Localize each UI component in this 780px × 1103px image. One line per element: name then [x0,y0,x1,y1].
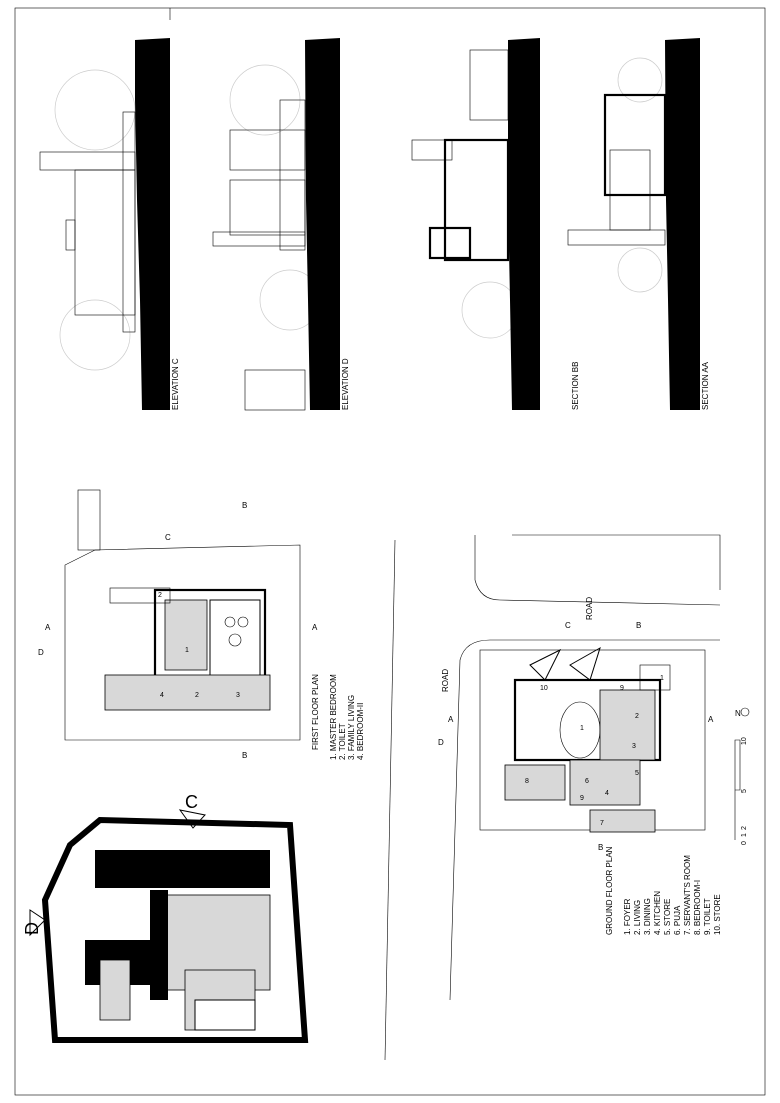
svg-text:D: D [438,738,444,747]
svg-text:1. FOYER: 1. FOYER [623,898,632,935]
svg-text:9: 9 [620,685,624,692]
first-floor-legend: 1. MASTER BEDROOM 2. TOILET 3. FAMILY LI… [329,674,365,760]
svg-text:9. TOILET: 9. TOILET [703,898,712,935]
svg-text:B: B [598,843,603,852]
svg-text:5: 5 [741,789,748,793]
view-marker-d: D [22,922,42,935]
svg-text:0: 0 [741,841,748,845]
elevation-d: ELEVATION D [212,38,350,411]
svg-text:B: B [242,501,247,510]
svg-text:2: 2 [158,592,162,599]
svg-text:4: 4 [605,790,609,797]
svg-text:4. KITCHEN: 4. KITCHEN [653,891,662,935]
svg-text:10. STORE: 10. STORE [713,894,722,935]
view-marker-c: C [185,792,198,812]
svg-text:D: D [38,648,44,657]
svg-text:A: A [708,715,714,724]
section-label: SECTION BB [571,362,580,410]
section-label: SECTION AA [701,361,710,410]
elevation-label: ELEVATION D [341,358,350,410]
svg-text:1. MASTER BEDROOM: 1. MASTER BEDROOM [329,674,338,760]
svg-text:6. PUJA: 6. PUJA [673,905,682,935]
svg-text:4: 4 [160,692,164,699]
svg-text:3. DINING: 3. DINING [643,898,652,935]
axonometric-view: C D [22,792,309,1043]
svg-text:2: 2 [195,692,199,699]
svg-text:10: 10 [540,685,548,692]
first-floor-plan: 1 2 3 4 2 B B A A C D FIRST FLOOR PLAN 1… [38,489,365,760]
svg-text:B: B [636,621,641,630]
elevation-label: ELEVATION C [171,358,180,410]
svg-text:2: 2 [741,826,748,830]
ground-floor-legend: 1. FOYER 2. LIVING 3. DINING 4. KITCHEN … [623,855,722,935]
road-label: ROAD [585,597,594,620]
svg-text:1: 1 [185,647,189,654]
plan-title: FIRST FLOOR PLAN [311,674,320,750]
north-arrow-icon [740,707,750,717]
ground-floor-plan: 1 2 3 4 5 6 7 8 9 9 10 1 ROAD ROAD B B A… [438,534,750,1001]
plan-title: GROUND FLOOR PLAN [605,846,614,935]
svg-text:B: B [242,751,247,760]
svg-text:2. LIVING: 2. LIVING [633,900,642,935]
svg-text:5: 5 [635,770,639,777]
svg-text:2: 2 [635,713,639,720]
svg-text:8. BEDROOM-I: 8. BEDROOM-I [693,880,702,935]
svg-text:9: 9 [580,795,584,802]
road-label: ROAD [441,669,450,692]
svg-text:3: 3 [632,743,636,750]
scale-bar: 0 1 2 5 10 [734,737,748,845]
svg-text:6: 6 [585,778,589,785]
svg-text:C: C [565,621,571,630]
svg-text:1: 1 [580,725,584,732]
svg-text:1: 1 [741,833,748,837]
svg-text:1: 1 [660,675,664,682]
svg-text:A: A [448,715,454,724]
svg-text:N: N [735,709,741,718]
svg-text:C: C [165,533,171,542]
svg-text:7: 7 [600,820,604,827]
svg-text:A: A [312,623,318,632]
svg-text:7. SERVANT'S ROOM: 7. SERVANT'S ROOM [683,855,692,935]
svg-text:4. BEDROOM-II: 4. BEDROOM-II [356,703,365,760]
svg-text:8: 8 [525,778,529,785]
svg-text:10: 10 [741,737,748,745]
section-bb: SECTION BB [411,38,580,410]
svg-text:2. TOILET: 2. TOILET [338,723,347,760]
sheet-border [14,7,766,1096]
svg-text:A: A [45,623,51,632]
svg-text:3. FAMILY LIVING: 3. FAMILY LIVING [347,695,356,760]
svg-text:5. STORE: 5. STORE [663,899,672,935]
svg-text:3: 3 [236,692,240,699]
elevation-c: ELEVATION C [39,38,180,410]
section-aa: SECTION AA [567,38,710,410]
